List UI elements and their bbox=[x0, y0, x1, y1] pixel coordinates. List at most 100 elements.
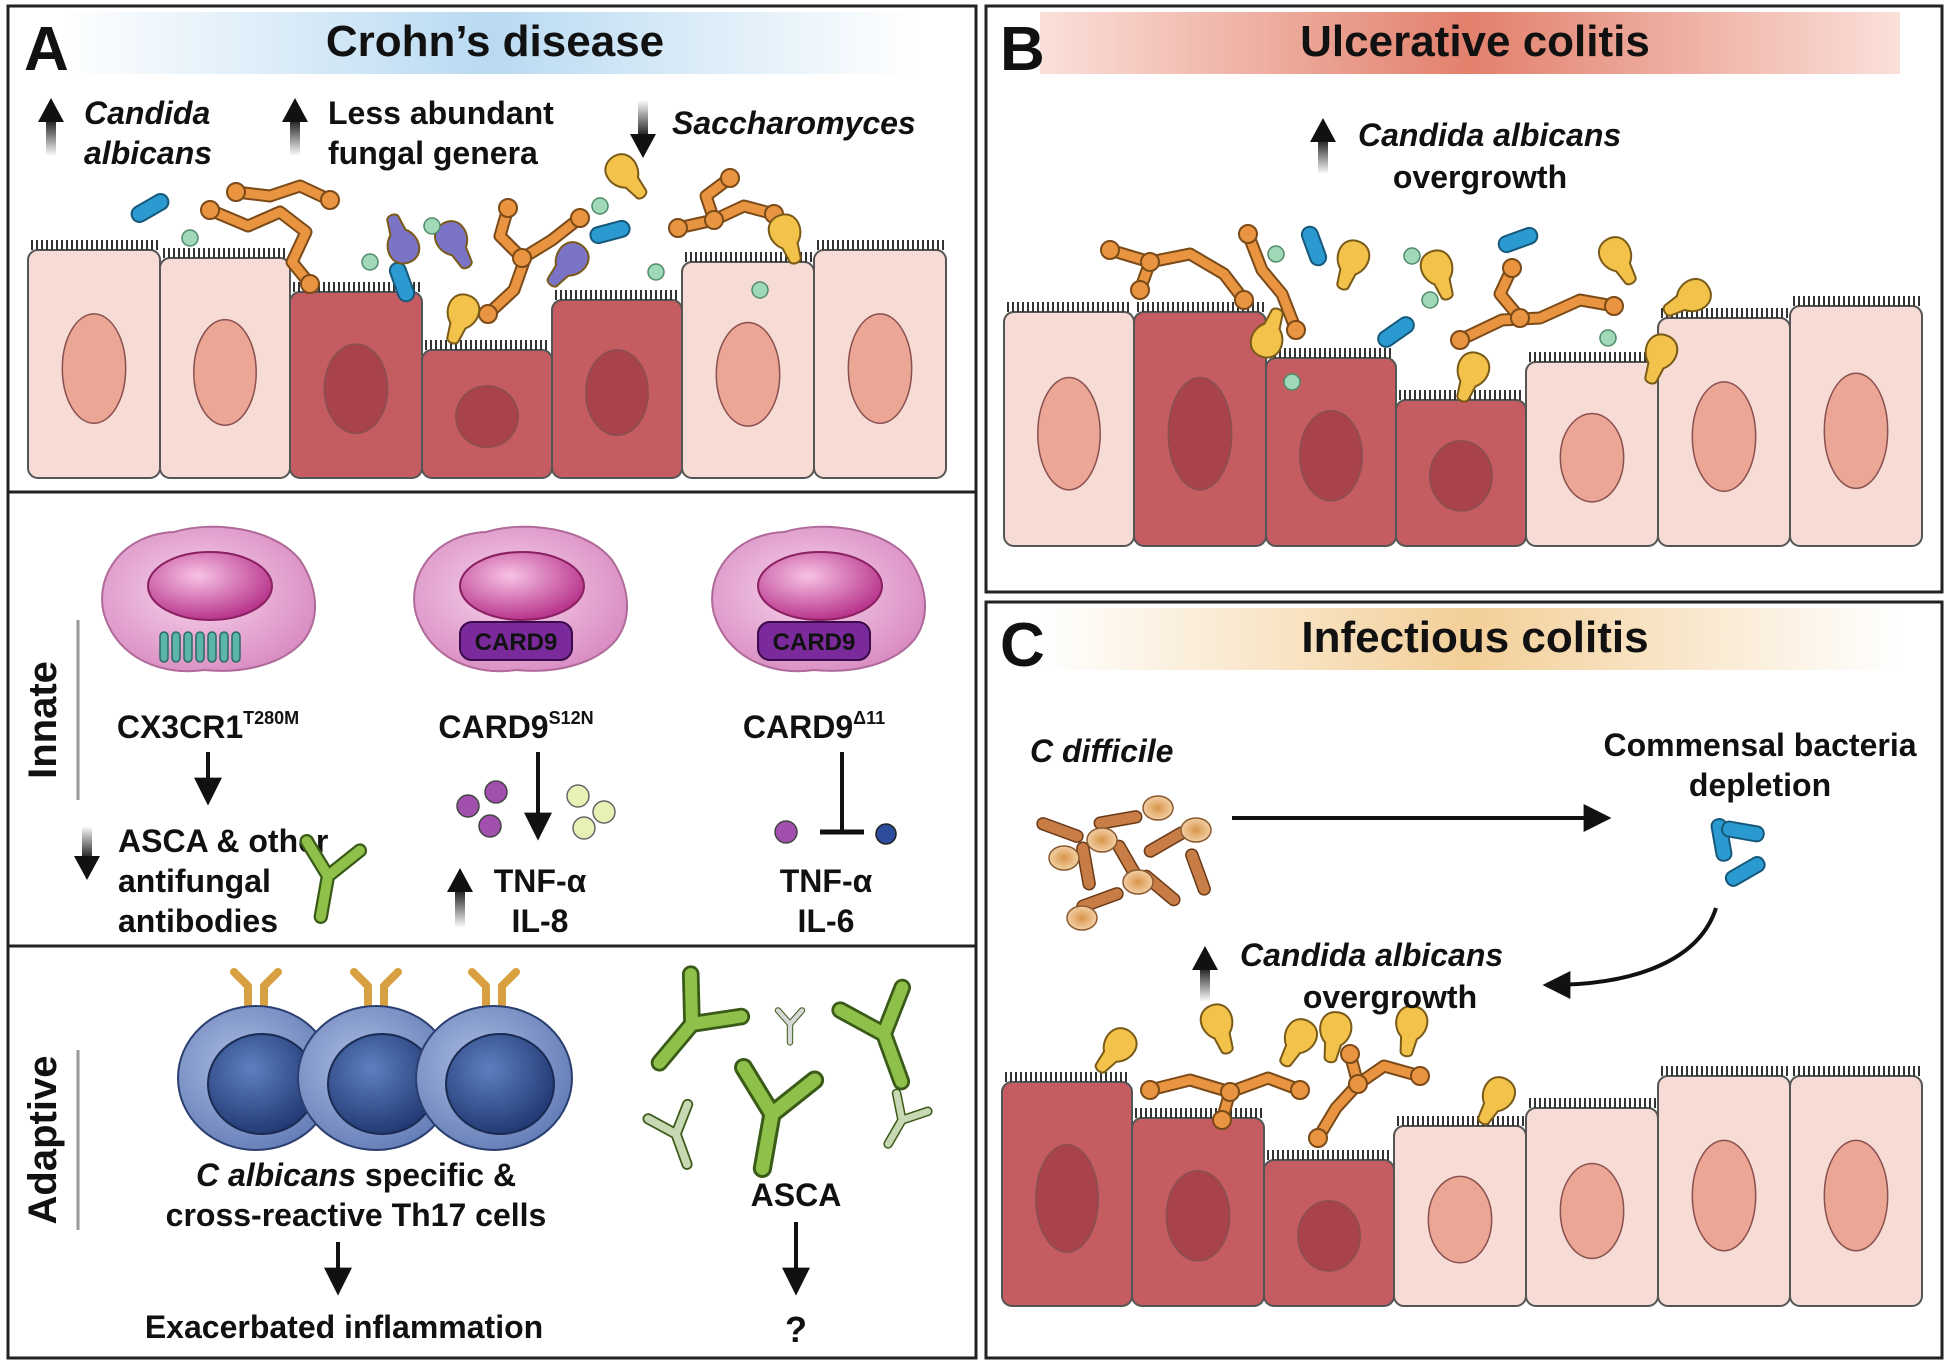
hypha bbox=[668, 199, 784, 238]
inflamed-cell bbox=[1263, 1150, 1395, 1307]
inflamed-cell bbox=[421, 340, 553, 479]
question: ? bbox=[785, 1309, 807, 1350]
card9-badge: CARD9 bbox=[459, 621, 573, 661]
uc-up-line2: overgrowth bbox=[1393, 159, 1567, 195]
nucleus bbox=[585, 349, 649, 437]
bacterium bbox=[1721, 820, 1765, 843]
epithelial-cell bbox=[813, 240, 947, 479]
c-difficile-spore bbox=[1122, 869, 1154, 895]
antibody-icon bbox=[650, 965, 751, 1072]
adaptive-label: Adaptive bbox=[21, 1056, 65, 1225]
panel-c-title: Infectious colitis bbox=[1301, 613, 1648, 662]
nucleus bbox=[323, 343, 389, 435]
macrophage-nucleus bbox=[757, 551, 883, 621]
c-difficile-rod bbox=[1076, 841, 1096, 891]
inflamed-cell bbox=[1133, 302, 1267, 547]
yeast-cell bbox=[546, 241, 590, 288]
nucleus bbox=[1297, 1200, 1361, 1272]
hypha bbox=[699, 168, 740, 230]
hypha bbox=[1130, 252, 1160, 300]
nucleus bbox=[1427, 1175, 1493, 1264]
epithelial-cell bbox=[1525, 1098, 1659, 1307]
epithelial-cell bbox=[27, 240, 161, 479]
tnf-block: TNF-α bbox=[780, 863, 873, 899]
card9-badge: CARD9 bbox=[757, 621, 871, 661]
inflamed-cell bbox=[289, 282, 423, 479]
b-cell-nucleus bbox=[445, 1033, 555, 1135]
nucleus bbox=[715, 321, 781, 427]
crohn-epithelium bbox=[27, 240, 947, 479]
epithelial-cell bbox=[159, 248, 291, 479]
card9-badge-label: CARD9 bbox=[475, 629, 558, 656]
c-difficile-spore bbox=[1048, 845, 1080, 871]
ic-banner bbox=[1040, 608, 1900, 670]
yeast-cell bbox=[1094, 1027, 1138, 1074]
panel-c-letter: C bbox=[1000, 611, 1045, 680]
epithelial-cell bbox=[1525, 352, 1659, 547]
macrophage: CARD9 bbox=[711, 525, 926, 673]
yeast-cell bbox=[1279, 1018, 1319, 1068]
panel-b-letter: B bbox=[1000, 15, 1045, 84]
spore bbox=[1283, 373, 1301, 391]
up-genera-line1: Less abundant bbox=[328, 95, 554, 131]
b-cells bbox=[177, 968, 573, 1151]
bcr-arms bbox=[230, 968, 282, 990]
cytokines bbox=[456, 780, 897, 845]
up-arrow-icon bbox=[1192, 946, 1218, 1002]
innate-label: Innate bbox=[21, 661, 65, 779]
hypha bbox=[1100, 240, 1254, 310]
epithelial-cell bbox=[1393, 1116, 1527, 1307]
epithelial-cell bbox=[681, 252, 815, 479]
up-genera-line2: fungal genera bbox=[328, 135, 538, 171]
b-cell bbox=[177, 968, 335, 1151]
asca-line1: ASCA & other bbox=[118, 823, 328, 859]
yeast-cell bbox=[433, 220, 473, 270]
yeast-cell bbox=[1336, 239, 1371, 291]
nucleus bbox=[1559, 1162, 1625, 1260]
c-difficile-spore bbox=[1180, 817, 1212, 843]
epithelial-cell bbox=[1789, 296, 1923, 547]
spore bbox=[1403, 247, 1421, 265]
c-difficile-spore bbox=[1086, 827, 1118, 853]
panel-b-frame bbox=[984, 4, 1944, 594]
antibody-icon bbox=[774, 1007, 806, 1046]
inflamed-cell bbox=[1131, 1108, 1265, 1307]
panel-c-frame bbox=[984, 600, 1944, 1360]
ic-epithelium bbox=[1001, 1066, 1923, 1307]
down-saccharomyces: Saccharomyces bbox=[672, 105, 916, 141]
asca-line3: antibodies bbox=[118, 903, 278, 939]
up-candida-line2: albicans bbox=[84, 135, 212, 171]
yeast-cell bbox=[1597, 236, 1637, 286]
epithelial-cell bbox=[1657, 308, 1791, 547]
yeast-cell bbox=[386, 213, 421, 265]
yeast-cell bbox=[1395, 1005, 1429, 1058]
hypha bbox=[1450, 293, 1624, 350]
macrophage: CARD9 bbox=[413, 525, 628, 673]
antibody-icon bbox=[642, 1098, 694, 1170]
c-difficile-spore bbox=[1066, 905, 1098, 931]
hypha bbox=[493, 198, 532, 268]
ic-up-line1: Candida albicans bbox=[1240, 937, 1503, 973]
up-arrow-icon bbox=[1310, 118, 1336, 174]
th17-line1: C albicans specific & bbox=[196, 1157, 516, 1193]
hypha bbox=[200, 200, 320, 294]
microbes bbox=[130, 153, 1712, 1148]
outcome: Exacerbated inflammation bbox=[145, 1309, 543, 1345]
receptor-icon bbox=[159, 631, 241, 663]
down-arrow-icon bbox=[74, 826, 100, 880]
yeast-cell bbox=[1249, 307, 1284, 359]
panel-a-title: Crohn’s disease bbox=[326, 17, 664, 66]
macrophage bbox=[101, 525, 316, 673]
card9-s12n-label: CARD9S12N bbox=[438, 708, 593, 745]
spore bbox=[647, 263, 665, 281]
yeast-cell bbox=[1199, 1003, 1234, 1055]
antibody-icon bbox=[299, 833, 368, 924]
yeast-cell bbox=[446, 293, 481, 345]
bacterium bbox=[1724, 856, 1766, 887]
il6: IL-6 bbox=[798, 903, 855, 939]
antibody-icon bbox=[883, 1088, 933, 1149]
nucleus bbox=[455, 385, 519, 449]
asca-line2: antifungal bbox=[118, 863, 271, 899]
card9-badge-label: CARD9 bbox=[773, 629, 856, 656]
yeast-cell bbox=[767, 213, 802, 265]
